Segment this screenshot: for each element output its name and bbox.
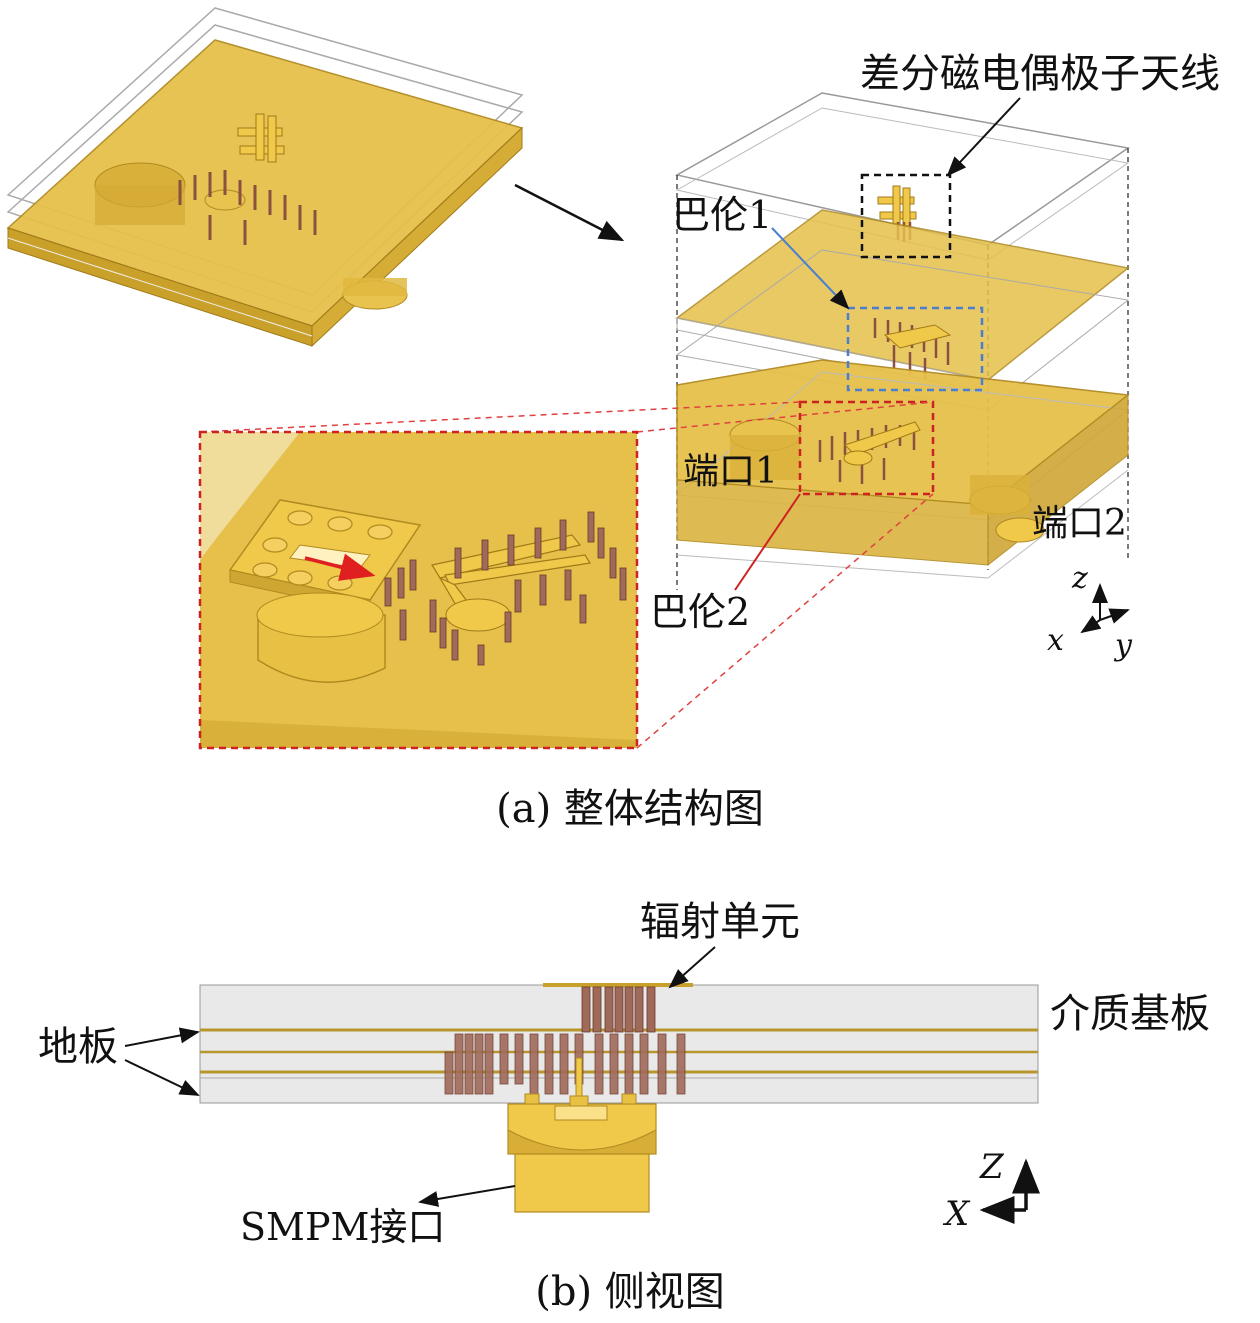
- balun2-leader: [734, 493, 801, 591]
- axis-Z: Z: [979, 1147, 1005, 1187]
- label-ground: 地板: [38, 1024, 118, 1070]
- label-balun2: 巴伦2: [650, 590, 750, 634]
- ground-leader-2: [124, 1059, 200, 1096]
- label-port2: 端口2: [1032, 503, 1127, 544]
- axis-triad-b: Z X: [942, 1147, 1040, 1234]
- label-substrate: 介质基板: [1050, 991, 1210, 1037]
- connector-leader: [418, 1185, 516, 1207]
- axis-triad-a: z x y: [1047, 561, 1133, 663]
- ground-leader-1: [124, 1027, 200, 1047]
- label-antenna: 差分磁电偶极子天线: [860, 51, 1220, 97]
- feed-arrow: [304, 553, 376, 581]
- axis-x: x: [1047, 623, 1064, 658]
- assembled-board: [6, 7, 524, 348]
- label-balun1: 巴伦1: [672, 193, 772, 237]
- zoom-inset: [200, 432, 637, 748]
- axis-y: y: [1113, 628, 1133, 663]
- zoom-inset-frame: [198, 430, 639, 750]
- exploded-board: [674, 92, 1130, 590]
- radiator-leader: [668, 946, 716, 989]
- label-connector: SMPM接口: [240, 1205, 445, 1249]
- balun2-highlight-box: [798, 400, 935, 496]
- balun1-highlight-box: [846, 306, 984, 392]
- caption-b: (b) 侧视图: [535, 1269, 725, 1315]
- exploded-view-arrow: [514, 183, 625, 242]
- antenna-leader: [946, 97, 1021, 177]
- axis-z: z: [1071, 561, 1088, 596]
- caption-a: (a) 整体结构图: [496, 786, 764, 832]
- side-view: [199, 983, 1039, 1213]
- label-port1: 端口1: [683, 451, 778, 492]
- balun1-leader: [771, 227, 850, 310]
- axis-X: X: [942, 1194, 971, 1234]
- label-radiator: 辐射单元: [640, 899, 800, 945]
